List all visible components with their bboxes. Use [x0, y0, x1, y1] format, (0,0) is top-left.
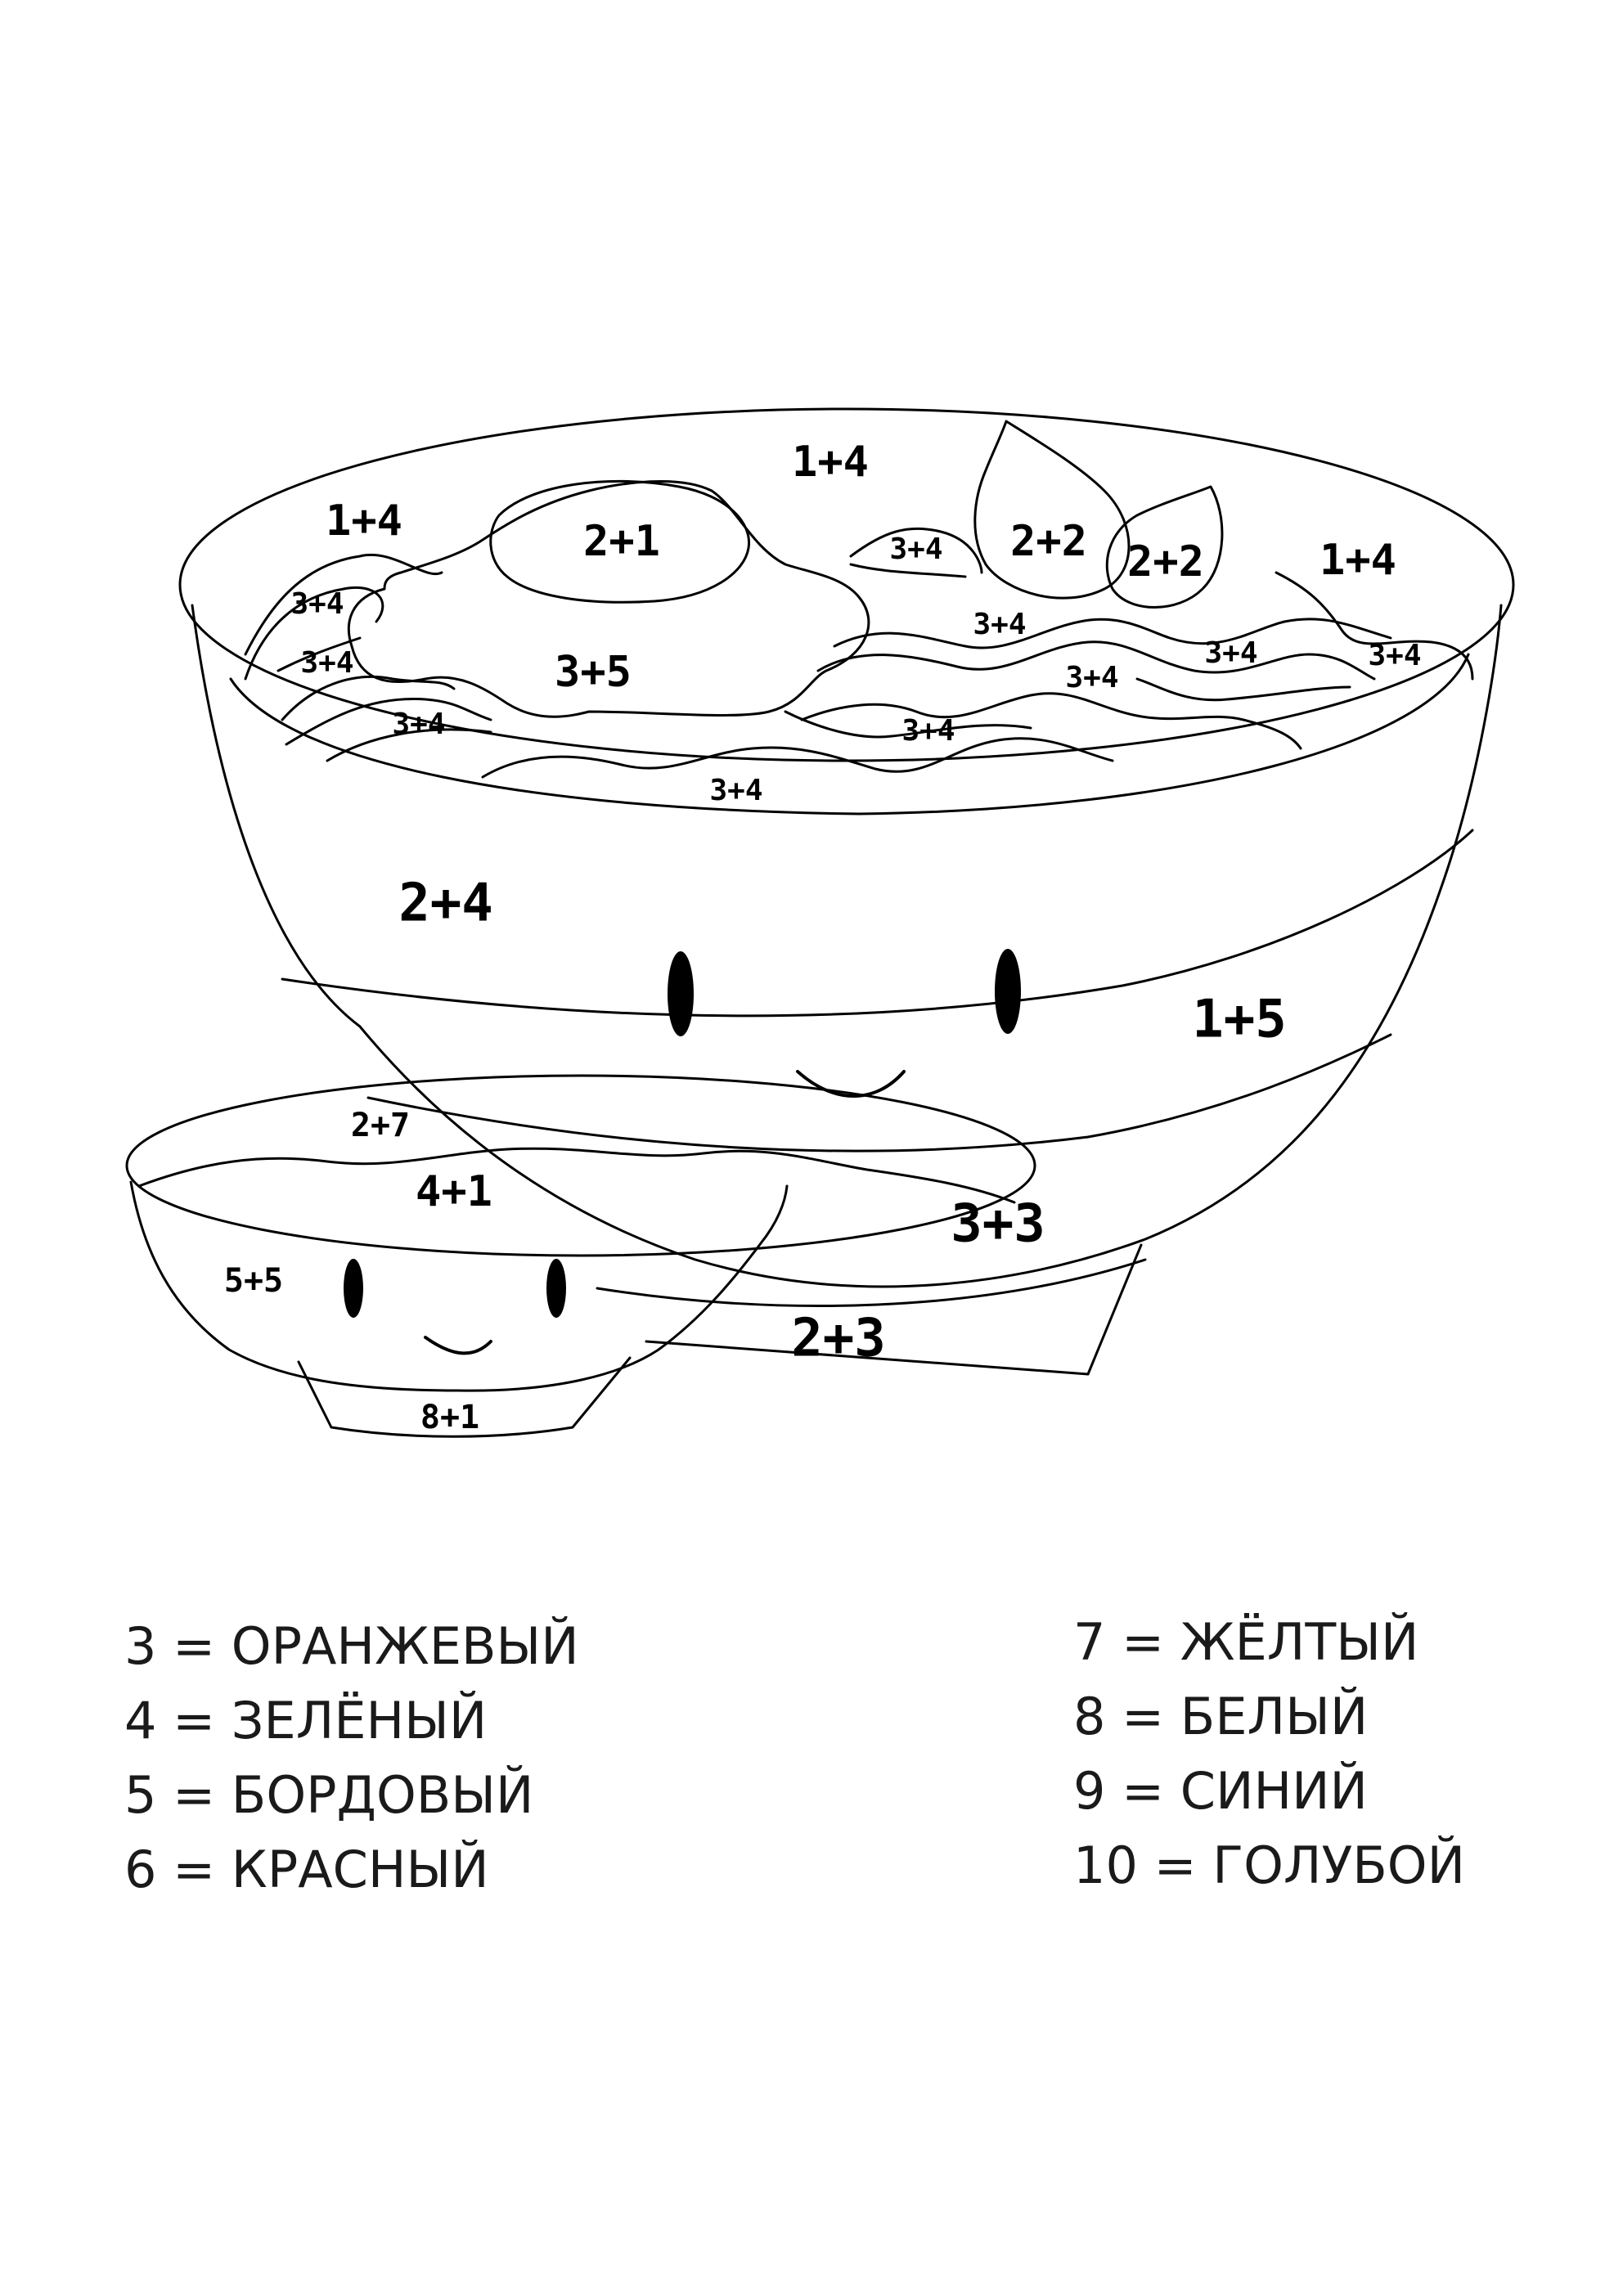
label-bowl-middle-band: 1+5: [1192, 990, 1287, 1050]
noodle: [326, 728, 492, 762]
label-egg-white: 3+5: [555, 648, 632, 697]
label-noodle: 3+4: [290, 587, 344, 621]
noodle: [285, 697, 492, 746]
noodle: [244, 586, 384, 681]
label-small-bowl-body: 5+5: [224, 1262, 283, 1300]
small-bowl: [125, 1074, 1036, 1438]
label-noodle: 3+4: [901, 714, 955, 748]
legend-item: 7 = ЖЁЛТЫЙ: [1073, 1612, 1419, 1672]
big-bowl-base: [645, 1243, 1143, 1376]
legend-item: 10 = ГОЛУБОЙ: [1073, 1835, 1465, 1895]
label-small-bowl-base: 8+1: [420, 1399, 479, 1436]
small-bowl-inner: [137, 1147, 1016, 1204]
noodle: [1135, 677, 1351, 702]
label-bowl-base: 2+3: [791, 1309, 886, 1369]
legend-item: 4 = ЗЕЛЁНЫЙ: [124, 1691, 488, 1750]
label-small-bowl-inside: 4+1: [416, 1167, 492, 1216]
legend-item: 9 = СИНИЙ: [1073, 1761, 1368, 1821]
legend-item: 3 = ОРАНЖЕВЫЙ: [124, 1616, 579, 1676]
noodle: [1275, 571, 1474, 681]
legend-item: 5 = БОРДОВЫЙ: [124, 1765, 534, 1825]
big-bowl: [191, 604, 1503, 1376]
label-bowl-upper-band: 2+4: [398, 874, 493, 934]
label-leaf-right: 2+2: [1127, 537, 1204, 586]
noodle: [276, 636, 362, 672]
noodle: [281, 675, 456, 721]
label-noodle: 3+4: [1065, 661, 1118, 694]
label-noodle: 3+4: [1368, 639, 1421, 672]
label-broth-top: 1+4: [792, 438, 869, 487]
small-bowl-body: [129, 1180, 789, 1392]
leaf-right: [1105, 485, 1224, 609]
label-broth-left: 1+4: [326, 496, 402, 546]
label-broth-right: 1+4: [1320, 536, 1396, 585]
small-bowl-base: [297, 1356, 632, 1438]
noodle: [784, 710, 1032, 739]
big-bowl-right-eye: [995, 949, 1021, 1034]
noodle: [833, 618, 1392, 649]
noodles: [244, 527, 1474, 779]
small-bowl-left-eye: [344, 1259, 363, 1318]
small-bowl-rim: [125, 1074, 1036, 1257]
noodle: [816, 640, 1376, 681]
noodle: [800, 692, 1302, 750]
label-noodle: 3+4: [300, 646, 353, 680]
label-bowl-lower-band: 3+3: [951, 1194, 1045, 1255]
noodle: [244, 553, 443, 656]
big-bowl-smile: [796, 1070, 906, 1098]
big-bowl-outline: [191, 604, 1503, 1288]
fried-egg: [347, 479, 870, 718]
label-noodle: 3+4: [973, 608, 1026, 641]
big-bowl-rim-inner: [229, 653, 1470, 816]
egg-yolk: [489, 479, 751, 604]
legend-item: 6 = КРАСНЫЙ: [124, 1840, 489, 1899]
big-bowl-band-line-2: [366, 1033, 1392, 1152]
label-noodle: 3+4: [889, 532, 942, 566]
color-legend-right: 7 = ЖЁЛТЫЙ 8 = БЕЛЫЙ 9 = СИНИЙ 10 = ГОЛУ…: [1073, 1605, 1465, 1903]
leaf-left: [973, 420, 1131, 600]
label-small-bowl-rim: 2+7: [351, 1107, 410, 1144]
label-noodle: 3+4: [709, 774, 762, 807]
big-bowl-band-line-3: [596, 1258, 1147, 1308]
noodle: [849, 563, 967, 578]
legend-item: 8 = БЕЛЫЙ: [1073, 1687, 1369, 1746]
label-leaf-left: 2+2: [1010, 517, 1087, 566]
noodle: [849, 527, 983, 574]
label-noodle: 3+4: [392, 708, 445, 741]
small-bowl-smile: [424, 1336, 492, 1355]
small-bowl-right-eye: [546, 1259, 566, 1318]
label-egg-yolk: 2+1: [583, 517, 660, 566]
egg-white: [347, 480, 870, 718]
label-noodle: 3+4: [1204, 636, 1257, 670]
big-bowl-left-eye: [668, 951, 694, 1036]
noodle: [481, 737, 1114, 779]
color-legend-left: 3 = ОРАНЖЕВЫЙ 4 = ЗЕЛЁНЫЙ 5 = БОРДОВЫЙ 6…: [124, 1609, 579, 1907]
